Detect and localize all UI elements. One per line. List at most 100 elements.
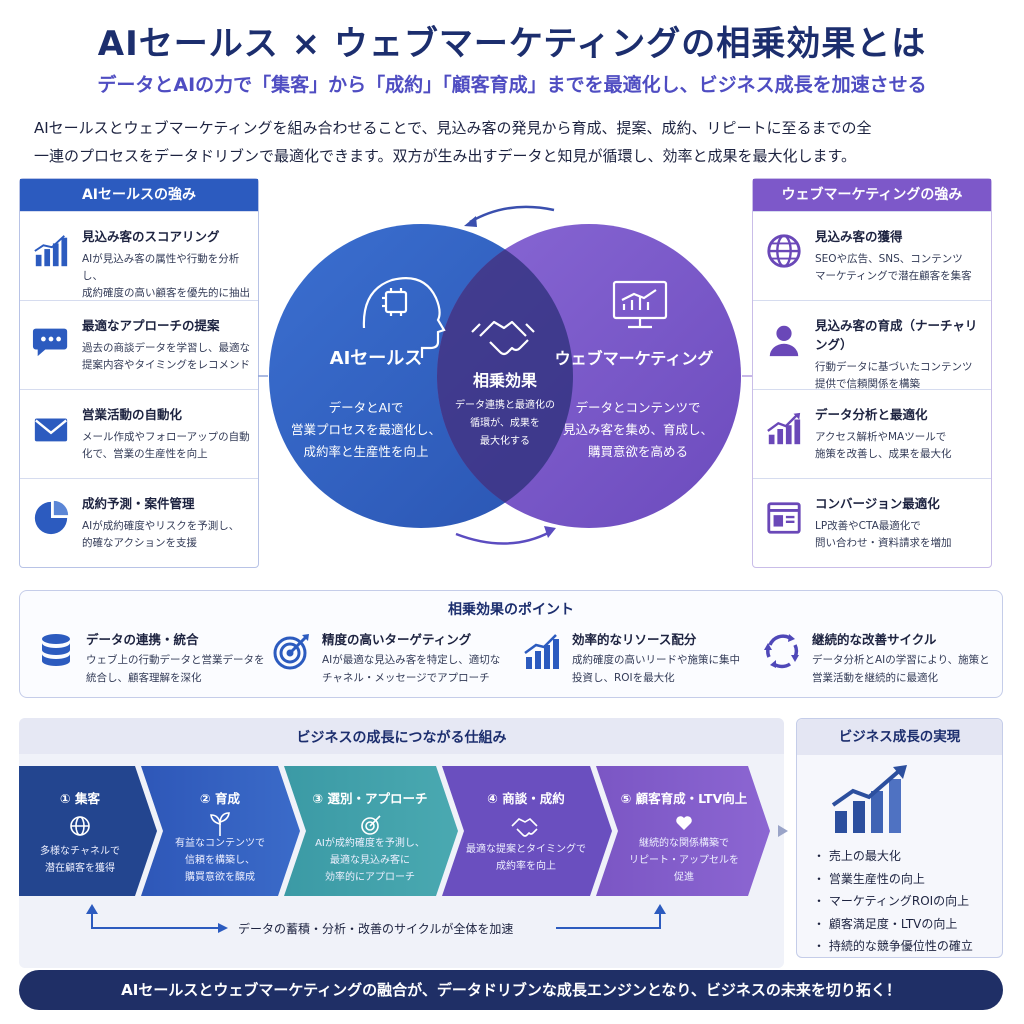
point-desc: 成約確度の高いリードや施策に集中投資し、ROIを最大化: [572, 651, 740, 687]
step-desc: 成約率を向上: [496, 859, 556, 872]
desc-line: AIが成約確度やリスクを予測し、: [82, 520, 240, 532]
cycle-icon: [764, 634, 799, 669]
chat-bubble-icon: [32, 328, 68, 357]
sprout-icon: [210, 812, 230, 836]
points-title: 相乗効果のポイント: [448, 602, 574, 618]
desc-line: 成約確度の高い顧客を優先的に抽出: [82, 287, 250, 299]
intro-line: 一連のプロセスをデータドリブンで最適化できます。双方が生み出すデータと知見が循環…: [34, 147, 857, 165]
point-title: データの連携・統合: [86, 632, 199, 647]
point-desc: ウェブ上の行動データと営業データを統合し、顧客理解を深化: [86, 651, 265, 687]
strength-desc: 行動データに基づいたコンテンツ提供で信頼関係を構築: [815, 359, 983, 393]
ai-sales-desc: 営業プロセスを最適化し、: [291, 422, 441, 437]
point-desc: データ分析とAIの学習により、施策と営業活動を継続的に最適化: [812, 651, 990, 687]
step-label: ④ 商談・成約: [487, 791, 564, 806]
step-desc: 促進: [674, 870, 694, 883]
point-title: 継続的な改善サイクル: [812, 632, 937, 647]
growth-box: ビジネス成長の実現 ・ 売上の最大化 ・ 営業生産性の向上 ・ マーケティングR…: [796, 718, 1003, 958]
ai-sales-strengths-panel: AIセールスの強み 見込み客のスコアリング AIが見込み客の属性や行動を分析し、…: [19, 178, 259, 568]
desc-line: アクセス解析やMAツールで: [815, 431, 947, 443]
desc-line: 行動データに基づいたコンテンツ: [815, 361, 973, 373]
strength-item: 成約予測・案件管理 AIが成約確度やリスクを予測し、的確なアクションを支援: [20, 478, 258, 567]
step-desc: AIが成約確度を予測し、: [315, 836, 425, 849]
arrow-up-head: [86, 904, 98, 914]
desc-line: メール作成やフォローアップの自動: [82, 431, 250, 443]
strength-item: コンバージョン最適化 LP改善やCTA最適化で問い合わせ・資料請求を増加: [753, 478, 991, 567]
desc-line: ウェブ上の行動データと営業データを: [86, 654, 265, 666]
strength-title: 見込み客のスコアリング: [82, 229, 220, 244]
heart-icon: [676, 816, 692, 830]
step-desc: 効率的にアプローチ: [325, 870, 415, 883]
pie-chart-icon: [34, 500, 69, 535]
target-icon: [273, 634, 309, 670]
strength-title: コンバージョン最適化: [815, 496, 940, 511]
footer-banner: AIセールスとウェブマーケティングの融合が、データドリブンな成長エンジンとなり、…: [19, 970, 1003, 1010]
step-label: ③ 選別・アプローチ: [313, 791, 428, 806]
step-desc: 最適な提案とタイミングで: [466, 842, 586, 855]
step-label: ⑤ 顧客育成・LTV向上: [621, 791, 748, 806]
synergy-desc: データ連携と最適化の: [455, 398, 555, 411]
strength-desc: メール作成やフォローアップの自動化で、営業の生産性を向上: [82, 429, 250, 463]
synergy-desc: 循環が、成果を: [470, 416, 540, 429]
bar-chart-icon: [34, 235, 68, 267]
step-desc: 信頼を構築し、: [185, 853, 255, 866]
step-desc: 継続的な関係構築で: [639, 836, 729, 849]
globe-icon: [70, 816, 90, 836]
strength-desc: AIが見込み客の属性や行動を分析し、成約確度の高い顧客を優先的に抽出: [82, 251, 250, 302]
desc-line: 統合し、顧客理解を深化: [86, 672, 202, 684]
intro-line: AIセールスとウェブマーケティングを組み合わせることで、見込み客の発見から育成、…: [34, 119, 872, 137]
ai-brain-icon: [362, 277, 446, 358]
target-icon: [361, 815, 381, 835]
desc-line: 過去の商談データを学習し、最適な: [82, 342, 250, 354]
growth-item: ・ 持続的な競争優位性の確立: [813, 939, 973, 953]
point-item: 継続的な改善サイクル データ分析とAIの学習により、施策と営業活動を継続的に最適…: [762, 627, 1002, 691]
strength-title: 営業活動の自動化: [82, 407, 183, 422]
growth-chart-icon: [767, 412, 801, 445]
venn-diagram: AIセールス データとAIで 営業プロセスを最適化し、 成約率と生産性を向上 相…: [258, 205, 752, 545]
bottom-cycle-arrow: [455, 530, 551, 545]
point-desc: AIが最適な見込み客を特定し、適切なチャネル・メッセージでアプローチ: [322, 651, 500, 687]
step-desc: リピート・アップセルを: [629, 854, 739, 866]
step-desc: 多様なチャネルで: [40, 844, 120, 857]
point-title: 精度の高いターゲティング: [322, 632, 472, 647]
rising-chart-icon: [524, 634, 559, 669]
strength-desc: LP改善やCTA最適化で問い合わせ・資料請求を増加: [815, 518, 983, 552]
desc-line: LP改善やCTA最適化で: [815, 520, 921, 532]
desc-line: AIが見込み客の属性や行動を分析し、: [82, 253, 240, 282]
arrow-right-head: [218, 923, 228, 933]
strength-desc: SEOや広告、SNS、コンテンツマーケティングで潜在顧客を集客: [815, 251, 983, 285]
top-cycle-arrow: [469, 205, 555, 224]
synergy-desc: 最大化する: [480, 434, 530, 447]
bottom-arrow-head: [544, 526, 556, 538]
webpage-icon: [767, 502, 801, 534]
growth-list: ・ 売上の最大化 ・ 営業生産性の向上 ・ マーケティングROIの向上 ・ 顧客…: [813, 845, 973, 958]
growth-item: ・ 顧客満足度・LTVの向上: [813, 916, 958, 931]
growth-item: ・ マーケティングROIの向上: [813, 894, 970, 908]
strength-item: データ分析と最適化 アクセス解析やMAツールで施策を改善し、成果を最大化: [753, 389, 991, 478]
step-desc: 購買意欲を醸成: [185, 870, 255, 883]
page-title: AIセールス × ウェブマーケティングの相乗効果とは: [97, 24, 927, 64]
step-label: ① 集客: [60, 791, 100, 806]
strength-item: 見込み客の育成（ナーチャリング） 行動データに基づいたコンテンツ提供で信頼関係を…: [753, 300, 991, 390]
step-3-chevron: [284, 766, 458, 896]
step-desc: 潜在顧客を獲得: [45, 861, 115, 874]
arrow-up-head: [654, 904, 666, 914]
desc-line: チャネル・メッセージでアプローチ: [322, 672, 490, 684]
database-icon: [42, 634, 70, 666]
to-growth-arrow: [778, 825, 788, 837]
strength-item: 最適なアプローチの提案 過去の商談データを学習し、最適な提案内容やタイミングをレ…: [20, 300, 258, 389]
intro-text: AIセールスとウェブマーケティングを組み合わせることで、見込み客の発見から育成、…: [34, 114, 994, 170]
flow-title-band: [19, 718, 784, 754]
person-icon: [769, 325, 799, 357]
web-marketing-strengths-panel: ウェブマーケティングの強み 見込み客の獲得 SEOや広告、SNS、コンテンツマー…: [752, 178, 992, 568]
step-5-chevron: [596, 766, 770, 896]
strength-title: 最適なアプローチの提案: [82, 318, 220, 333]
strength-title: 見込み客の獲得: [815, 229, 903, 244]
flow-title: ビジネスの成長につながる仕組み: [296, 730, 507, 746]
desc-line: 問い合わせ・資料請求を増加: [815, 537, 952, 549]
ai-sales-desc: データとAIで: [329, 400, 404, 415]
synergy-title: 相乗効果: [473, 371, 537, 390]
desc-line: 施策を改善し、成果を最大化: [815, 448, 952, 460]
feedback-cycle-arrow: [91, 912, 661, 929]
desc-line: 提案内容やタイミングをレコメンド: [82, 359, 250, 371]
